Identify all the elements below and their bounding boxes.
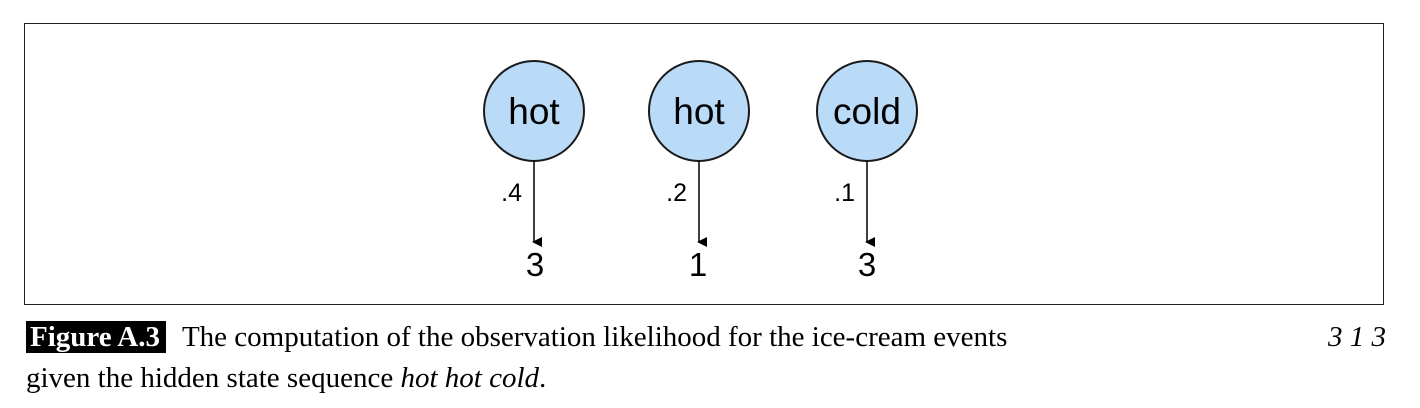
caption-line-1-left: Figure A.3 The computation of the observa…	[26, 317, 1007, 358]
state-label-1: hot	[508, 91, 560, 132]
figure-frame: hot .4 3 hot .2 1 cold .1 3	[24, 23, 1384, 305]
figure-tag: Figure A.3	[26, 321, 166, 353]
observation-1: 3	[526, 246, 544, 283]
observation-2: 1	[689, 246, 707, 283]
emission-prob-2: .2	[666, 179, 687, 207]
emission-prob-3: .1	[834, 179, 855, 207]
state-node-3: cold	[816, 60, 918, 162]
state-node-1: hot	[483, 60, 585, 162]
state-label-3: cold	[833, 91, 901, 132]
state-label-2: hot	[673, 91, 725, 132]
observation-3: 3	[858, 246, 876, 283]
caption-text-2: given the hidden state sequence	[26, 362, 401, 394]
caption-events: 3 1 3	[1328, 321, 1386, 353]
caption-line-2: given the hidden state sequence hot hot …	[26, 358, 1386, 399]
hmm-diagram: hot .4 3 hot .2 1 cold .1 3	[483, 60, 918, 283]
figure-caption: Figure A.3 The computation of the observa…	[26, 317, 1386, 399]
caption-text-3: .	[539, 362, 547, 394]
state-node-2: hot	[648, 60, 750, 162]
caption-line-1: Figure A.3 The computation of the observa…	[26, 317, 1386, 358]
caption-sequence: hot hot cold	[400, 362, 539, 394]
caption-text-1: The computation of the observation likel…	[181, 321, 1008, 353]
emission-prob-1: .4	[501, 179, 522, 207]
